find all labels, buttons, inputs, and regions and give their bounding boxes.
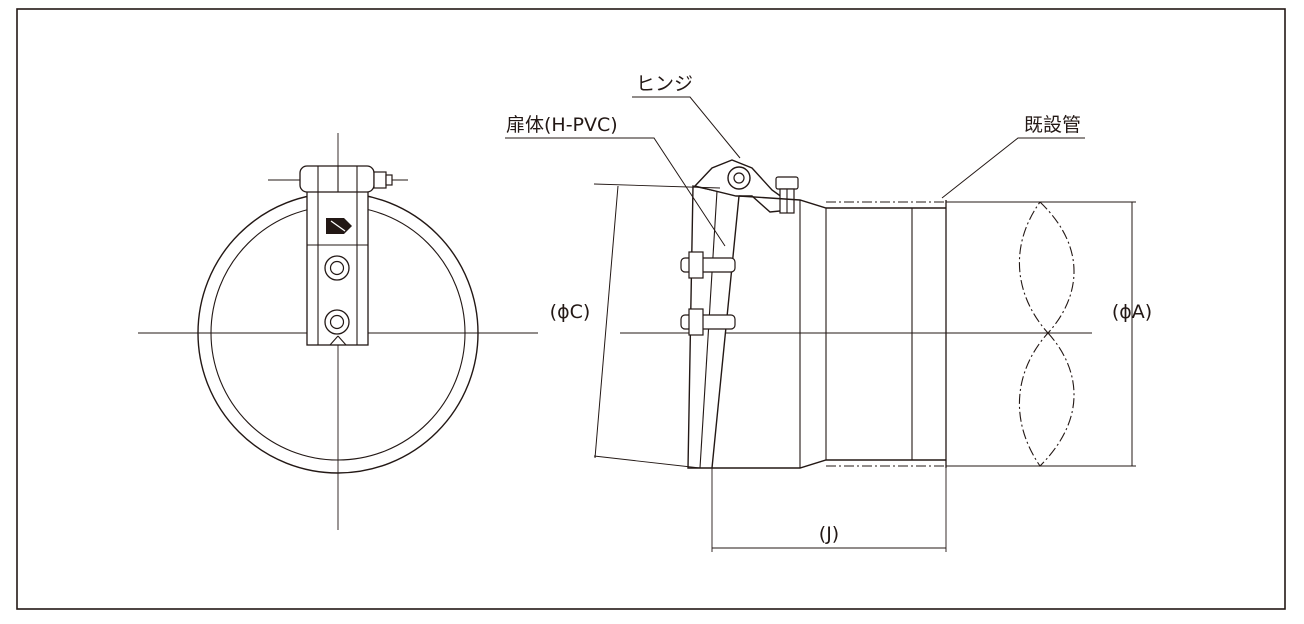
- hinge-leader: [632, 96, 741, 159]
- existing-pipe-break-bottom: [1019, 332, 1075, 467]
- front-bolt-upper-outer: [324, 255, 350, 281]
- front-bolt-lower-outer: [324, 309, 350, 335]
- front-hinge-barrel: [299, 165, 375, 193]
- dim-j-label: (J): [819, 523, 839, 545]
- front-view: [138, 133, 538, 530]
- door-body-label: 扉体(H-PVC): [506, 114, 618, 136]
- hinge-pin-outer: [727, 166, 751, 190]
- drawing-frame: [16, 8, 1286, 610]
- fitting-body-bottom: [712, 459, 946, 469]
- fitting-body-top: [738, 195, 946, 209]
- hinge-top-bolt: [775, 176, 799, 190]
- dim-c-line: [594, 185, 619, 459]
- front-hinge-plate: [306, 187, 369, 346]
- hinge-label: ヒンジ: [636, 73, 693, 95]
- existing-pipe-outline: [826, 201, 1040, 467]
- existing-pipe-break-top: [1019, 201, 1075, 334]
- existing-pipe-leader: [941, 137, 1085, 199]
- hinge-pin-inner: [733, 172, 745, 184]
- side-view: [505, 96, 1136, 552]
- front-hinge-bolt: [373, 171, 387, 189]
- front-bolt-lower-inner: [329, 314, 345, 330]
- existing-pipe-label: 既設管: [1024, 114, 1081, 136]
- front-bolt-upper-inner: [329, 260, 345, 276]
- door-body-leader: [505, 137, 726, 247]
- dim-a-label: (ϕA): [1112, 301, 1152, 323]
- dim-c-label: (ϕC): [550, 301, 591, 323]
